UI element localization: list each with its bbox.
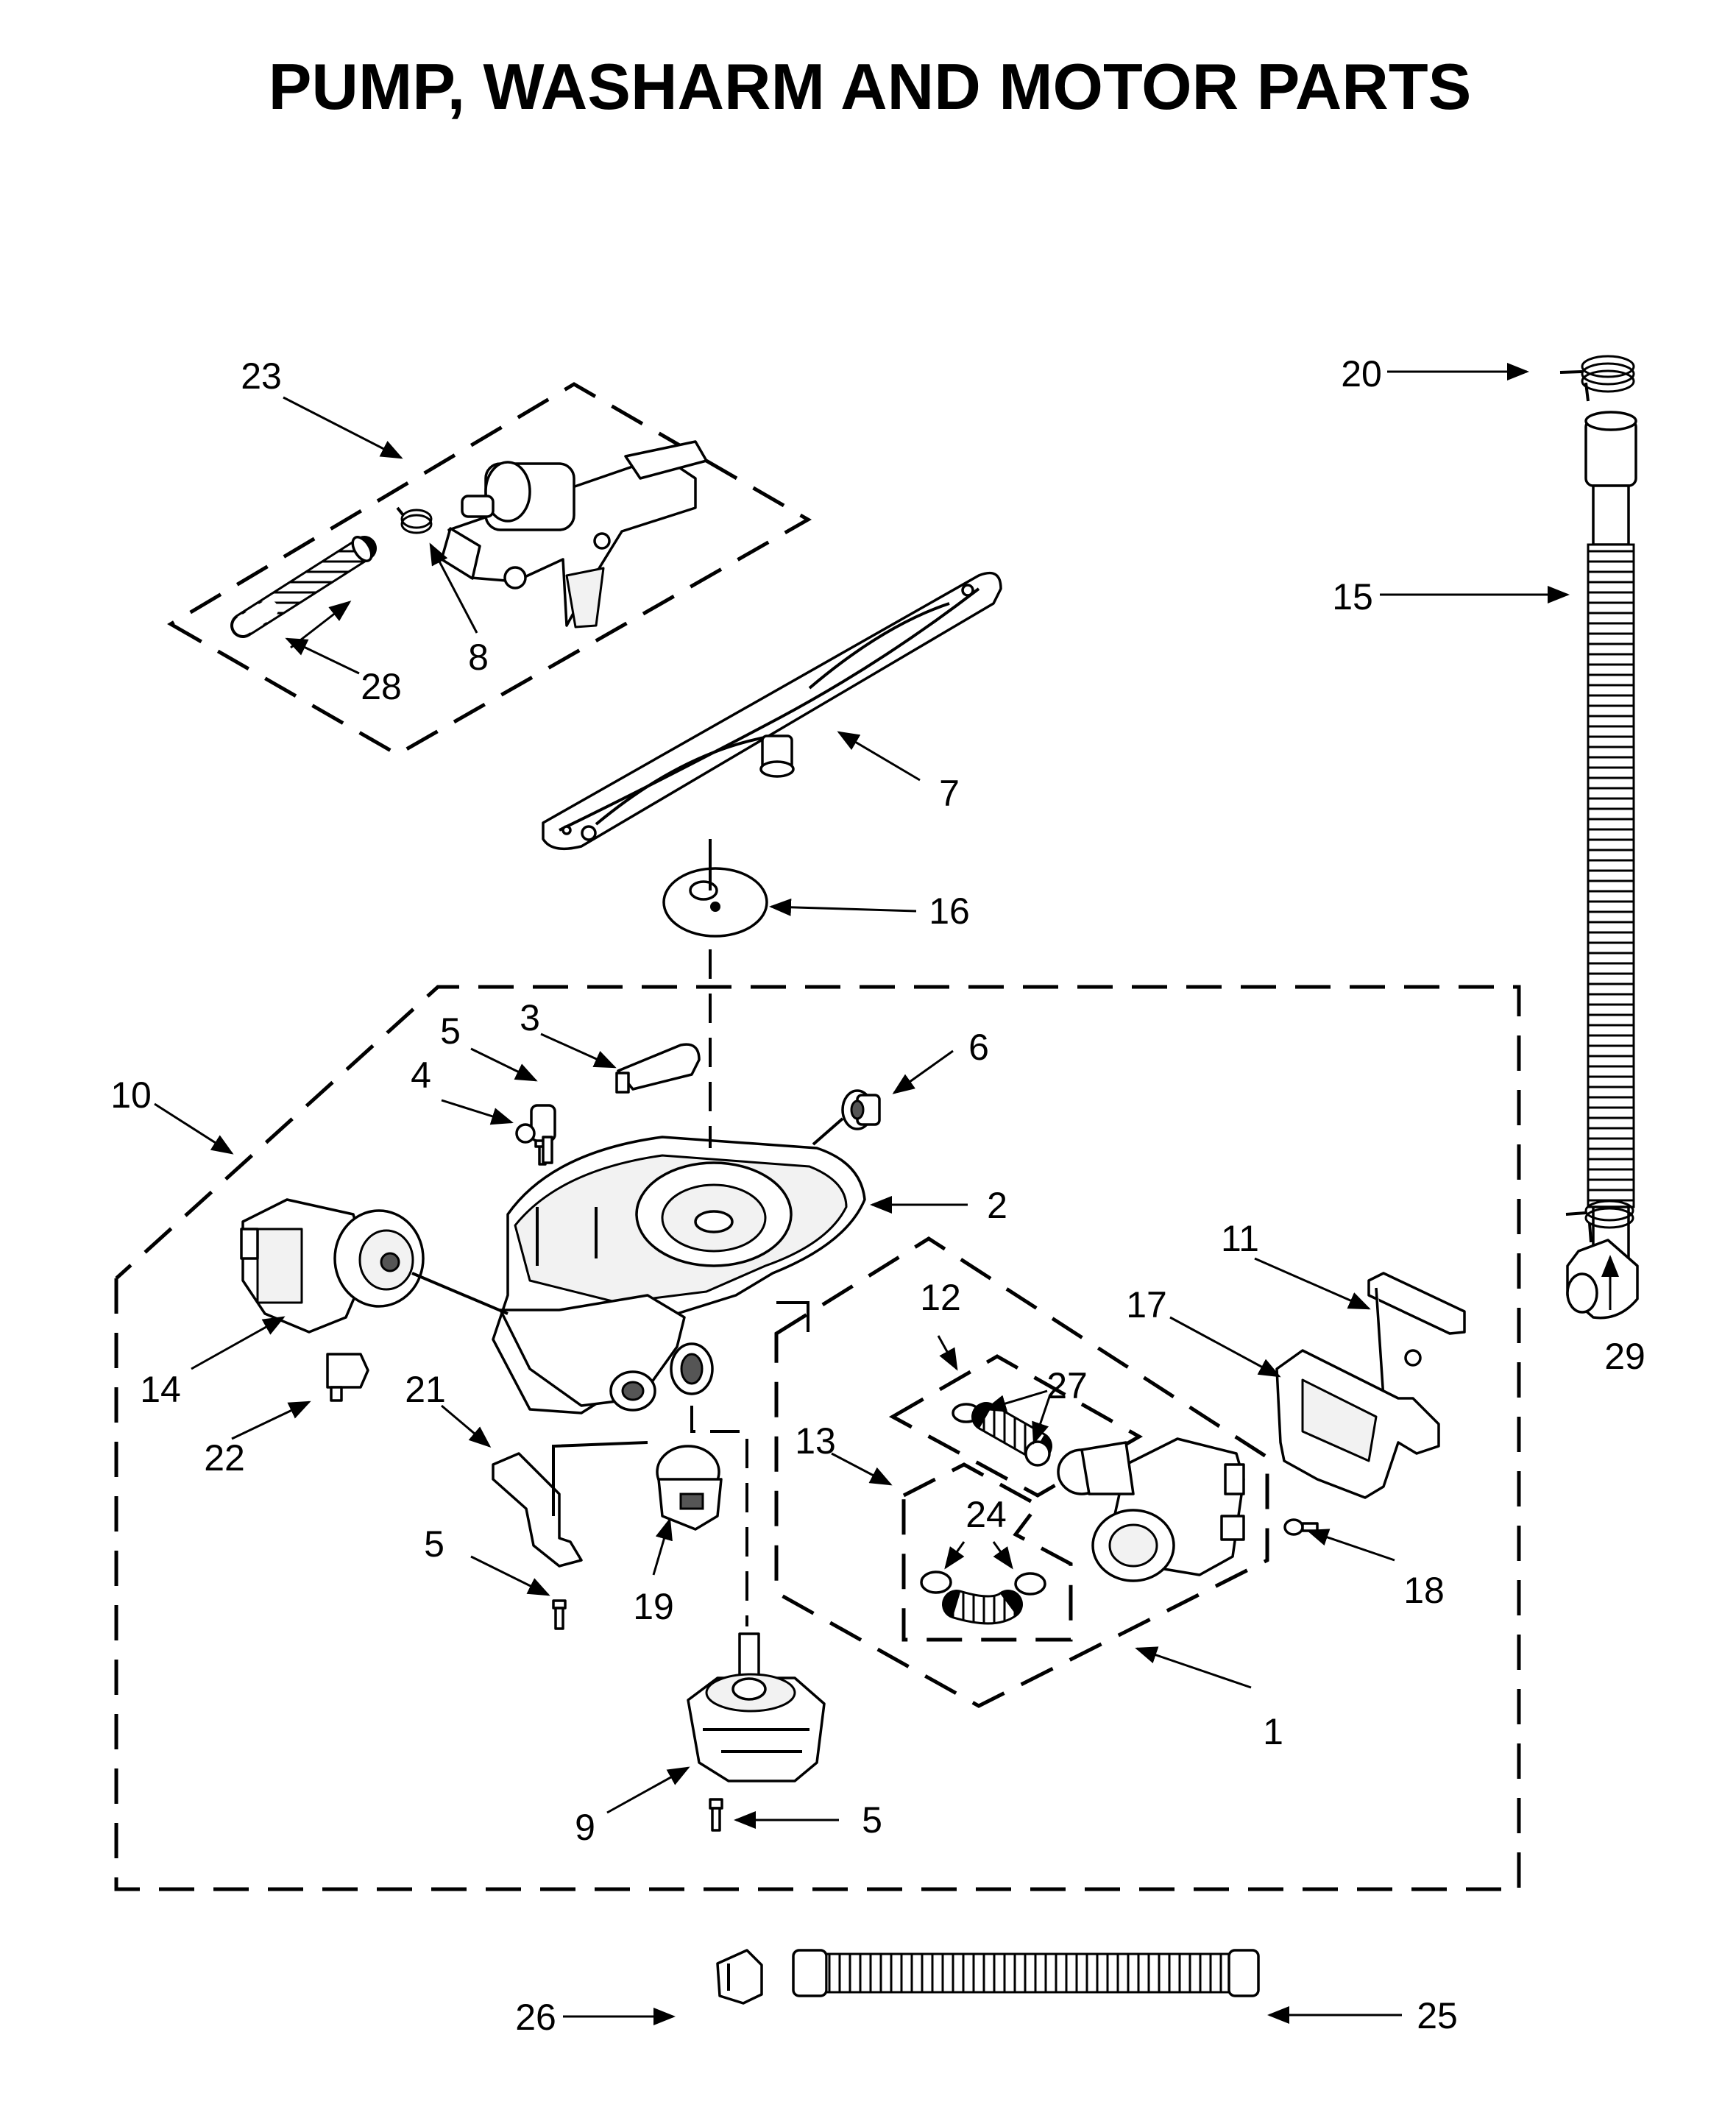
hose-27 [952,1402,1052,1467]
bracket-11 [1367,1272,1466,1403]
screw-5b [552,1599,567,1630]
hose-25 [792,1949,1260,1997]
callout-22: 22 [204,1437,245,1479]
callout-16: 16 [929,890,970,932]
callout-21: 21 [405,1369,446,1410]
group-23-boundary [167,382,812,757]
callout-20: 20 [1341,353,1382,394]
clip-22 [326,1353,369,1402]
sump-right-line [776,1301,809,1332]
callout-17: 17 [1126,1284,1167,1325]
callout-25: 25 [1417,1995,1458,2036]
hose-clamp-8 [396,506,433,534]
pump14-line [411,1272,509,1315]
group-13-boundary [901,1462,1073,1642]
group-1-boundary [774,1236,1269,1708]
callout-6: 6 [968,1027,989,1068]
water-valve-assembly [440,440,708,628]
connector-26 [716,1949,763,2005]
motor-line [690,1406,748,1626]
callout-14: 14 [140,1369,181,1410]
callout-2: 2 [987,1185,1007,1226]
hose-clamp-29 [1565,1200,1634,1243]
callout-23: 23 [241,355,282,397]
callout-13: 13 [795,1420,836,1462]
callout-11: 11 [1221,1218,1259,1259]
bracket-21 [492,1452,583,1568]
grommet-6 [841,1089,881,1130]
callout-12: 12 [920,1277,961,1318]
group-10-boundary [114,985,1521,1891]
callout-5-middle: 5 [424,1523,444,1565]
page-title: PUMP, WASHARM AND MOTOR PARTS [269,50,1472,123]
screw-5c [709,1798,723,1832]
callout-15: 15 [1332,576,1373,617]
circulation-pump-1 [1057,1437,1245,1582]
callout-28: 28 [361,666,402,707]
callout-1: 1 [1263,1711,1283,1752]
callout-7: 7 [939,773,960,814]
grommet-line [812,1117,844,1146]
callout-5-upper: 5 [440,1010,461,1052]
callout-18: 18 [1403,1570,1445,1611]
callout-labels: 23 28 8 7 16 3 5 4 6 10 2 11 17 12 27 13… [110,353,1645,2038]
bracket-3 [615,1043,701,1094]
callout-27: 27 [1046,1365,1088,1406]
sump-housing-2 [492,1136,866,1414]
drain-hose-15 [1566,411,1639,1320]
hose-24 [920,1571,1046,1625]
callout-19: 19 [633,1586,674,1627]
group-12-boundary [888,1354,1144,1498]
wash-motor-9 [687,1632,826,1782]
callout-3: 3 [520,997,540,1038]
filter-disc-16 [662,867,768,938]
sensor-19 [656,1445,723,1531]
callout-9: 9 [575,1807,595,1848]
bracket21-line [552,1441,648,1516]
callout-5-lower: 5 [862,1799,882,1841]
leader-lines [154,363,1619,2025]
callout-24: 24 [966,1494,1007,1535]
lower-wash-arm [542,571,1002,851]
mounting-plate-17 [1275,1349,1440,1499]
hose-clamp-20 [1559,355,1635,402]
callout-4: 4 [411,1055,431,1096]
callout-10: 10 [110,1074,152,1116]
callout-8: 8 [468,637,489,678]
callout-26: 26 [515,1997,556,2038]
callout-29: 29 [1604,1336,1645,1377]
inlet-hose-28 [230,536,377,638]
sensor-4 [515,1104,556,1164]
drain-pump-14 [240,1198,425,1334]
